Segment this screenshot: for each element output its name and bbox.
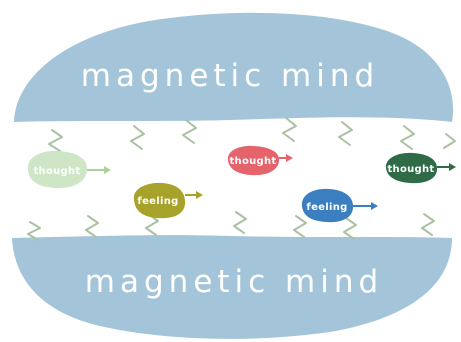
thought-bubble: thought [386, 153, 456, 183]
arrow-icon [353, 202, 378, 210]
bubble-label: feeling [137, 196, 178, 207]
zigzag-line [49, 130, 62, 151]
zigzag-line [401, 126, 414, 149]
zigzag-line [86, 216, 98, 237]
bottom-zigzag-field-lines [28, 212, 434, 240]
bubble-label: thought [229, 156, 276, 167]
zigzag-line [131, 126, 144, 149]
bubble-label: thought [387, 164, 434, 175]
zigzag-line [294, 216, 306, 237]
bubble-label: feeling [306, 202, 347, 213]
arrow-icon [437, 163, 456, 171]
zigzag-line [283, 118, 296, 141]
feeling-bubble: feeling [134, 183, 203, 218]
thought-bubble: thought [228, 146, 293, 175]
zigzag-line [422, 214, 434, 235]
arrow-icon [87, 166, 111, 174]
zigzag-line [234, 212, 246, 233]
bottom-magnet-label: magnetic mind [85, 264, 383, 300]
zigzag-line [28, 222, 40, 240]
arrow-icon [185, 191, 203, 199]
zigzag-line [444, 134, 455, 148]
top-magnet-label: magnetic mind [81, 58, 379, 94]
bubble-label: thought [33, 166, 80, 177]
thought-bubble: thought [28, 151, 111, 188]
zigzag-line [183, 120, 196, 143]
zigzag-line [339, 122, 352, 145]
arrow-icon [279, 154, 293, 162]
feeling-bubble: feeling [302, 189, 378, 222]
zigzag-line [344, 218, 356, 239]
